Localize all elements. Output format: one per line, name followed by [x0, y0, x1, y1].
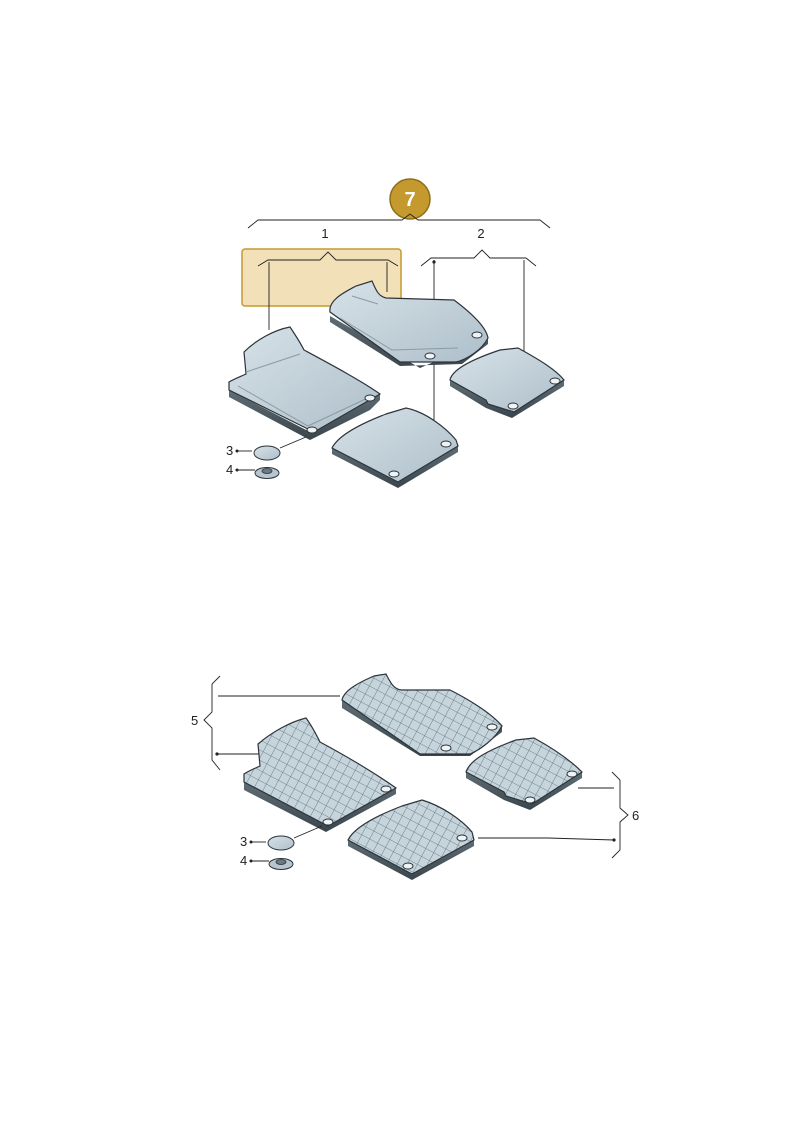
callout-4-bottom[interactable]: 4	[240, 853, 247, 868]
callout-3-top[interactable]: 3	[226, 443, 233, 458]
bracket-2	[420, 249, 537, 267]
group-bracket	[247, 213, 551, 229]
badge-7[interactable]: 7	[389, 178, 431, 220]
rear-left-mat-icon[interactable]	[331, 407, 459, 488]
cap-icon[interactable]	[253, 445, 281, 461]
front-right-grid-mat-icon[interactable]	[341, 673, 503, 756]
front-left-grid-mat-icon[interactable]	[243, 717, 398, 832]
front-left-mat-icon[interactable]	[228, 326, 382, 440]
bottom-section: 5 6	[191, 673, 639, 880]
cap-leader-bottom	[293, 825, 323, 839]
rear-right-mat-icon[interactable]	[449, 347, 565, 418]
callout-3-bottom[interactable]: 3	[240, 834, 247, 849]
clip-icon[interactable]	[268, 858, 294, 870]
rear-right-grid-mat-icon[interactable]	[465, 737, 583, 810]
cap-leader	[279, 436, 307, 449]
cap-icon[interactable]	[267, 835, 295, 851]
badge-label: 7	[404, 189, 415, 211]
callout-2[interactable]: 2	[477, 226, 484, 241]
rear-left-grid-mat-icon[interactable]	[347, 799, 475, 880]
front-right-mat-icon[interactable]	[329, 280, 489, 368]
callout-6[interactable]: 6	[632, 808, 639, 823]
bracket-1	[257, 251, 399, 267]
leader-6b	[478, 837, 615, 841]
callout-5[interactable]: 5	[191, 713, 198, 728]
bracket-6	[611, 771, 629, 859]
bracket-5	[203, 675, 221, 771]
callout-1[interactable]: 1	[321, 226, 328, 241]
top-section: 7 1 2	[226, 178, 565, 488]
callout-4-top[interactable]: 4	[226, 462, 233, 477]
clip-icon[interactable]	[254, 467, 280, 479]
